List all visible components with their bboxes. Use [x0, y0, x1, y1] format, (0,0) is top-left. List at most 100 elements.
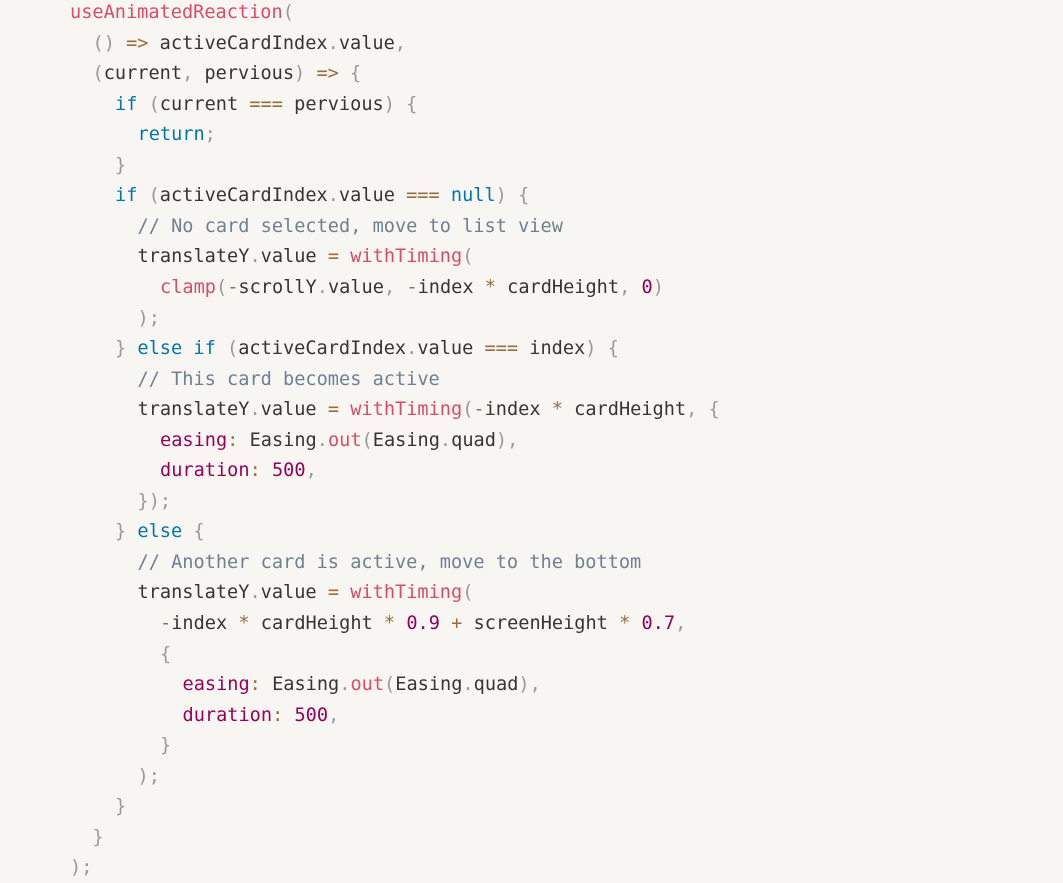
code-token: value: [260, 399, 328, 421]
code-line: }: [93, 823, 104, 853]
code-token: [115, 33, 126, 54]
code-token: :: [249, 674, 261, 696]
code-token: ): [585, 338, 597, 360]
code-token: =: [327, 246, 340, 268]
code-token: (: [226, 338, 239, 360]
code-token: index: [484, 399, 552, 421]
code-token: [137, 94, 148, 115]
code-token: .: [249, 582, 261, 604]
code-token: ): [383, 93, 395, 115]
code-token: out: [327, 429, 362, 451]
code-token: Easing: [372, 429, 440, 451]
code-token: // Another card is active, move to the b…: [137, 551, 642, 573]
code-token: [126, 338, 137, 359]
code-line: // Another card is active, move to the b…: [138, 548, 642, 578]
code-token: .: [249, 246, 261, 268]
code-line: translateY.value = withTiming(-index * c…: [138, 395, 720, 425]
code-token: if: [115, 185, 138, 207]
code-token: [440, 185, 451, 206]
code-line: {: [160, 640, 171, 670]
code-token: Easing: [395, 674, 463, 696]
code-token: }: [115, 338, 127, 360]
code-token: );: [70, 857, 93, 879]
code-token: =: [327, 582, 340, 604]
code-token: .: [327, 32, 339, 54]
code-token: [395, 277, 406, 298]
code-token: (: [384, 674, 396, 696]
code-line: }: [115, 792, 126, 822]
code-token: -: [473, 399, 485, 421]
code-token: ===: [484, 338, 519, 360]
code-token: value: [260, 246, 328, 268]
code-token: return: [137, 124, 205, 146]
code-token: value: [338, 185, 407, 207]
code-token: ): [294, 63, 306, 85]
code-token: cardHeight: [249, 613, 384, 634]
code-line: } else {: [115, 517, 205, 547]
code-line: useAnimatedReaction(: [70, 0, 294, 28]
code-token: pervious: [193, 63, 295, 85]
code-token: [339, 582, 350, 603]
code-token: ;: [204, 124, 216, 146]
code-token: *: [551, 399, 563, 421]
code-line: );: [138, 304, 160, 334]
code-token: withTiming: [350, 399, 463, 421]
code-line: easing: Easing.out(Easing.quad),: [160, 426, 518, 456]
code-token: translateY: [137, 582, 250, 604]
code-line: easing: Easing.out(Easing.quad),: [183, 670, 541, 700]
code-token: (: [462, 582, 474, 604]
code-token: // This card becomes active: [137, 368, 440, 390]
code-token: cardHeight: [495, 276, 620, 298]
code-token: value: [327, 276, 384, 298]
code-token: 500: [271, 460, 306, 482]
code-token: [339, 399, 350, 420]
code-token: out: [350, 674, 385, 696]
code-token: +: [451, 613, 463, 634]
code-token: :: [249, 460, 261, 482]
code-token: duration: [182, 704, 273, 726]
code-line: -index * cardHeight * 0.9 + screenHeight…: [160, 609, 686, 639]
code-line: });: [138, 487, 172, 517]
code-token: [697, 399, 708, 420]
code-token: (: [462, 399, 474, 421]
code-line: duration: 500,: [160, 456, 317, 486]
code-line: if (activeCardIndex.value === null) {: [115, 181, 529, 211]
code-token: });: [137, 490, 172, 512]
code-token: (: [148, 185, 160, 207]
code-token: .: [339, 674, 351, 696]
code-token: [283, 705, 294, 726]
code-token: {: [607, 338, 619, 360]
code-token: activeCardIndex: [148, 32, 328, 54]
code-token: if: [193, 338, 216, 360]
code-token: {: [350, 63, 362, 85]
code-token: -: [227, 276, 239, 298]
code-token: {: [518, 185, 530, 207]
code-token: }: [115, 521, 127, 543]
code-token: [630, 613, 641, 634]
code-token: [507, 185, 518, 206]
code-token: ,: [328, 704, 340, 726]
code-line: return;: [138, 120, 216, 150]
code-token: .: [316, 429, 328, 451]
code-token: [440, 613, 451, 634]
code-token: (: [282, 2, 294, 23]
code-token: withTiming: [350, 582, 463, 604]
code-line: () => activeCardIndex.value,: [93, 29, 407, 59]
code-line: }: [160, 731, 171, 761]
code-token: :: [227, 429, 239, 451]
code-token: =>: [316, 63, 339, 85]
code-token: ): [495, 185, 507, 207]
code-token: ,: [675, 613, 687, 634]
code-token: }: [160, 735, 172, 757]
code-token: easing: [182, 674, 250, 696]
code-token: ,: [394, 32, 406, 54]
code-line: (current, pervious) => {: [93, 59, 362, 89]
code-token: ,: [619, 276, 631, 298]
code-token: useAnimatedReaction: [70, 2, 283, 23]
code-token: easing: [160, 429, 228, 451]
code-token: else: [137, 338, 183, 360]
code-token: [395, 613, 406, 634]
code-token: [261, 460, 272, 481]
code-token: }: [115, 154, 127, 176]
code-token: [395, 94, 406, 115]
